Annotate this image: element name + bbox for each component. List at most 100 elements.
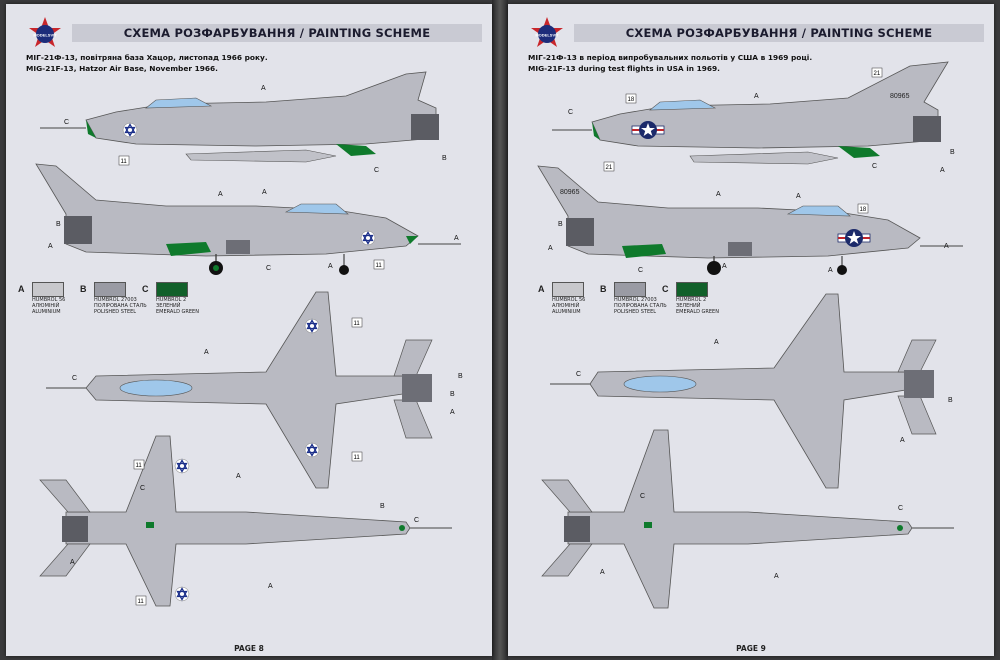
side-view-right: 80965 <box>537 165 963 275</box>
callout-c: C <box>414 517 419 524</box>
callout-b: B <box>380 503 385 510</box>
side-view-right <box>35 163 461 275</box>
side-view-left: 80965 <box>552 61 949 165</box>
page-title: СХЕМА РОЗФАРБУВАННЯ / PAINTING SCHEME <box>625 26 933 40</box>
roundel-usaf-side <box>631 121 665 139</box>
swatch-b-box <box>614 282 646 297</box>
callout-b: B <box>442 155 447 162</box>
svg-text:11: 11 <box>121 159 128 165</box>
callout-a: A <box>774 573 779 580</box>
callout-b: B <box>450 391 455 398</box>
top-view <box>550 293 937 489</box>
svg-text:11: 11 <box>136 463 143 469</box>
callout-c: C <box>640 493 645 500</box>
callout-a: A <box>796 193 801 200</box>
bottom-view <box>541 429 954 609</box>
page-title: СХЕМА РОЗФАРБУВАННЯ / PAINTING SCHEME <box>123 26 431 40</box>
callout-a: A <box>261 85 266 92</box>
callout-a: A <box>714 339 719 346</box>
binding-crease <box>492 0 508 660</box>
callout-a: A <box>70 559 75 566</box>
callout-b: B <box>56 221 61 228</box>
roundel-israel-side <box>122 122 138 138</box>
callout-a: A <box>944 243 949 250</box>
bottom-view <box>39 435 452 607</box>
callout-a: A <box>754 93 759 100</box>
swatch-b-box <box>94 282 126 297</box>
page-header: MODELSVIT СХЕМА РОЗФАРБУВАННЯ / PAINTING… <box>516 16 984 47</box>
aircraft-caption: МІГ-21Ф-13 в період випробувальних польо… <box>528 52 812 74</box>
roundel-israel-bottom-2 <box>174 586 190 602</box>
callout-a: A <box>722 263 727 270</box>
svg-text:11: 11 <box>376 263 383 269</box>
callout-c: C <box>64 119 69 126</box>
callout-c: C <box>72 375 77 382</box>
svg-text:21: 21 <box>874 71 881 77</box>
caption-english: MIG-21F-13, Hatzor Air Base, November 19… <box>26 64 218 73</box>
serial-number: 80965 <box>890 93 910 100</box>
callout-a: A <box>218 191 223 198</box>
page-number: PAGE 9 <box>736 644 766 653</box>
modelsvit-logo: MODELSVIT <box>531 17 563 47</box>
caption-ukrainian: МІГ-21Ф-13 в період випробувальних польо… <box>528 53 813 62</box>
serial-number: 80965 <box>560 189 580 196</box>
callout-a: A <box>548 245 553 252</box>
svg-text:18: 18 <box>628 97 635 103</box>
callout-c: C <box>872 163 877 170</box>
swatch-a-box <box>32 282 64 297</box>
svg-text:11: 11 <box>354 455 361 461</box>
svg-text:21: 21 <box>606 165 613 171</box>
roundel-israel-bottom-1 <box>174 458 190 474</box>
callout-a: A <box>900 437 905 444</box>
aircraft-views: A C B C A A A A B C A A C B B A C A B C … <box>35 71 463 607</box>
callout-c: C <box>638 267 643 274</box>
callout-b: B <box>458 373 463 380</box>
callout-a: A <box>450 409 455 416</box>
callout-c: C <box>374 167 379 174</box>
roundel-israel-side-2 <box>360 230 376 246</box>
page-8: MODELSVIT СХЕМА РОЗФАРБУВАННЯ / PAINTING… <box>6 4 492 656</box>
svg-text:18: 18 <box>860 207 867 213</box>
callout-a: A <box>236 473 241 480</box>
header-bar: СХЕМА РОЗФАРБУВАННЯ / PAINTING SCHEME <box>72 24 482 42</box>
page-number: PAGE 8 <box>234 644 264 653</box>
callout-c: C <box>266 265 271 272</box>
swatch-c-box <box>156 282 188 297</box>
callout-a: A <box>328 263 333 270</box>
callout-b: B <box>558 221 563 228</box>
callout-c: C <box>898 505 903 512</box>
svg-text:11: 11 <box>138 599 145 605</box>
swatch-a-box <box>552 282 584 297</box>
callout-a: A <box>828 267 833 274</box>
svg-text:MODELSVIT: MODELSVIT <box>33 33 57 38</box>
callout-b: B <box>950 149 955 156</box>
callout-c: C <box>576 371 581 378</box>
callout-a: A <box>48 243 53 250</box>
roundel-israel-top-1 <box>304 318 320 334</box>
callout-b: B <box>948 397 953 404</box>
callouts: A C B C A A A A B C A A C B B A C A B C … <box>48 85 463 590</box>
side-view-left <box>40 71 439 163</box>
callouts-11: 11 11 11 11 11 11 <box>118 155 385 606</box>
caption-ukrainian: МІГ-21Ф-13, повітряна база Хацор, листоп… <box>26 53 268 62</box>
callout-a: A <box>204 349 209 356</box>
callouts: A C B C A A A B A A C A A A C B A C C A … <box>548 93 955 580</box>
callout-a: A <box>940 167 945 174</box>
callout-c: C <box>140 485 145 492</box>
roundel-usaf-side-2 <box>837 229 871 247</box>
caption-english: MIG-21F-13 during test flights in USA in… <box>528 64 720 73</box>
modelsvit-logo: MODELSVIT <box>29 17 61 47</box>
header-bar: СХЕМА РОЗФАРБУВАННЯ / PAINTING SCHEME <box>574 24 984 42</box>
callout-a: A <box>454 235 459 242</box>
callouts-numbers: 18 21 21 18 <box>603 67 883 214</box>
aircraft-views: 80965 80965 <box>537 61 963 609</box>
svg-text:11: 11 <box>354 321 361 327</box>
page-9: MODELSVIT СХЕМА РОЗФАРБУВАННЯ / PAINTING… <box>508 4 994 656</box>
top-view <box>46 291 433 489</box>
roundel-israel-top-2 <box>304 442 320 458</box>
callout-a: A <box>600 569 605 576</box>
callout-a: A <box>262 189 267 196</box>
svg-text:MODELSVIT: MODELSVIT <box>535 33 559 38</box>
